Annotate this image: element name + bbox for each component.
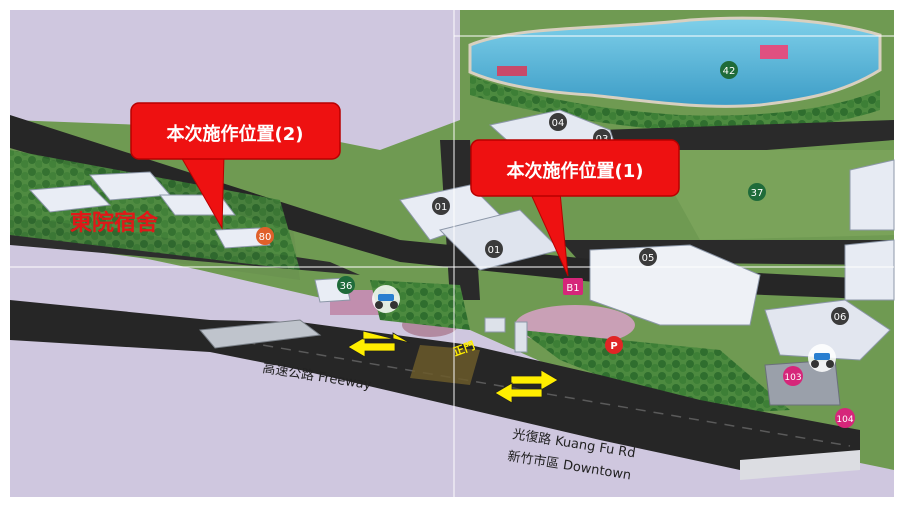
svg-text:37: 37 bbox=[751, 188, 764, 199]
building-marker-103[interactable]: 103 bbox=[783, 366, 803, 386]
lake bbox=[468, 16, 882, 108]
building-05 bbox=[589, 244, 761, 326]
south-tree-belt bbox=[520, 330, 790, 415]
callout-site-2: 本次施作位置(2) bbox=[130, 102, 341, 230]
field-37 bbox=[650, 150, 894, 240]
building-marker-01a[interactable]: 01 bbox=[432, 197, 450, 215]
svg-text:104: 104 bbox=[836, 415, 853, 425]
building-east bbox=[849, 159, 895, 231]
svg-text:36: 36 bbox=[340, 281, 353, 292]
building-marker-06[interactable]: 06 bbox=[831, 307, 849, 325]
arrow-westbound bbox=[347, 330, 411, 358]
dorm-building-d bbox=[214, 227, 271, 249]
road-east-dorm bbox=[10, 115, 894, 300]
svg-text:B1: B1 bbox=[566, 283, 579, 294]
overpass bbox=[199, 319, 322, 349]
svg-text:P: P bbox=[610, 341, 617, 352]
scooter-icon bbox=[372, 285, 400, 313]
parking-marker[interactable]: P bbox=[605, 336, 623, 354]
building-marker-B1[interactable]: B1 bbox=[563, 278, 583, 295]
svg-text:06: 06 bbox=[834, 312, 847, 323]
building-marker-37[interactable]: 37 bbox=[748, 183, 766, 201]
arrow-eastbound bbox=[494, 369, 559, 404]
svg-text:01: 01 bbox=[435, 202, 448, 213]
building-marker-42[interactable]: 42 bbox=[720, 61, 738, 79]
gate-monument bbox=[514, 321, 528, 353]
dorm-building-a bbox=[28, 184, 112, 213]
building-06 bbox=[764, 299, 891, 361]
gate-crossing bbox=[410, 345, 480, 385]
svg-text:05: 05 bbox=[642, 253, 655, 264]
building-marker-104[interactable]: 104 bbox=[835, 408, 855, 428]
callout-site-1: 本次施作位置(1) bbox=[470, 139, 680, 277]
road-edge-slab bbox=[740, 450, 860, 480]
building-marker-01b[interactable]: 01 bbox=[485, 240, 503, 258]
building-marker-80[interactable]: 80 bbox=[256, 227, 274, 245]
callout-site-2-text: 本次施作位置(2) bbox=[167, 123, 304, 145]
lake-pier bbox=[497, 66, 527, 76]
gate-kiosk bbox=[484, 317, 506, 333]
svg-text:42: 42 bbox=[723, 66, 736, 77]
svg-text:04: 04 bbox=[552, 118, 565, 129]
callout-site-1-text: 本次施作位置(1) bbox=[507, 160, 644, 182]
scooter-icon bbox=[808, 344, 836, 372]
east-dorm-label: 東院宿舍 bbox=[70, 210, 159, 236]
svg-text:80: 80 bbox=[259, 232, 272, 243]
svg-text:103: 103 bbox=[784, 373, 801, 383]
building-east-2 bbox=[844, 239, 895, 301]
building-marker-05[interactable]: 05 bbox=[639, 248, 657, 266]
svg-text:01: 01 bbox=[488, 245, 501, 256]
building-marker-36[interactable]: 36 bbox=[337, 276, 355, 294]
lake-pavilion bbox=[760, 45, 788, 59]
building-marker-04[interactable]: 04 bbox=[549, 113, 567, 131]
